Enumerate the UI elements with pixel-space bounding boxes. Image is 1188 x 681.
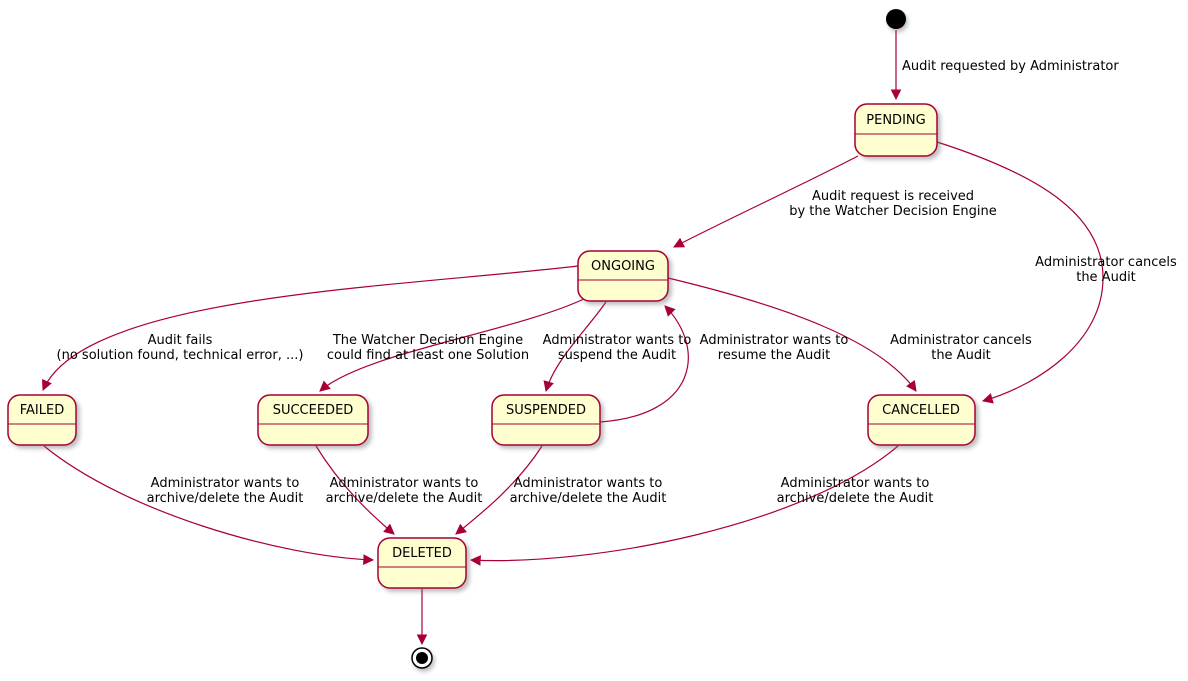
state-deleted-title: DELETED [392,546,452,561]
state-cancelled: CANCELLED [867,394,976,446]
state-cancelled-title: CANCELLED [882,403,960,418]
state-failed-title: FAILED [20,403,64,418]
edge-ongoing-to-failed [42,265,579,391]
svg-text:Administrator wants to: Administrator wants to [700,333,849,348]
edge-failed-to-deleted [43,445,375,565]
svg-text:Administrator wants to: Administrator wants to [781,476,930,491]
state-succeeded-title: SUCCEEDED [273,403,354,418]
initial-state-dot [886,9,906,29]
label-suspended-to-deleted: Administrator wants to archive/delete th… [510,476,667,506]
edge-suspended-to-ongoing [599,305,689,423]
svg-text:archive/delete the Audit: archive/delete the Audit [147,491,304,506]
edge-succeeded-to-deleted [315,445,395,535]
svg-text:Administrator cancels: Administrator cancels [1035,255,1177,270]
final-state-dot [411,647,433,669]
svg-text:Administrator wants to: Administrator wants to [514,476,663,491]
svg-text:archive/delete the Audit: archive/delete the Audit [510,491,667,506]
svg-text:archive/delete the Audit: archive/delete the Audit [777,491,934,506]
state-failed: FAILED [7,394,77,446]
svg-text:Administrator wants to: Administrator wants to [543,333,692,348]
label-failed-to-deleted: Administrator wants to archive/delete th… [147,476,304,506]
svg-text:by the Watcher Decision Engine: by the Watcher Decision Engine [789,204,997,219]
label-suspended-to-ongoing: Administrator wants to resume the Audit [700,333,849,363]
svg-text:archive/delete the Audit: archive/delete the Audit [326,491,483,506]
state-suspended: SUSPENDED [491,394,601,446]
label-start-to-pending: Audit requested by Administrator [902,59,1119,74]
label-pending-to-ongoing: Audit request is received by the Watcher… [789,189,997,219]
edge-pending-to-cancelled [936,141,1104,404]
label-ongoing-to-succeeded: The Watcher Decision Engine could find a… [327,333,529,363]
state-suspended-title: SUSPENDED [506,403,586,418]
label-pending-to-cancelled: Administrator cancels the Audit [1035,255,1177,285]
edge-ongoing-to-succeeded [319,297,587,392]
svg-text:Audit request is received: Audit request is received [812,189,974,204]
svg-text:Administrator wants to: Administrator wants to [151,476,300,491]
label-ongoing-to-cancelled: Administrator cancels the Audit [890,333,1032,363]
state-pending: PENDING [854,103,938,157]
state-succeeded: SUCCEEDED [257,394,369,446]
svg-text:resume the Audit: resume the Audit [718,348,830,363]
state-ongoing-title: ONGOING [591,259,655,274]
edge-ongoing-to-cancelled [667,277,917,392]
label-succeeded-to-deleted: Administrator wants to archive/delete th… [326,476,483,506]
svg-text:Audit fails: Audit fails [148,333,213,348]
svg-text:could find at least one Soluti: could find at least one Solution [327,348,529,363]
svg-text:the Audit: the Audit [1076,270,1136,285]
label-cancelled-to-deleted: Administrator wants to archive/delete th… [777,476,934,506]
edge-ongoing-to-suspended [543,301,607,393]
edge-pending-to-ongoing [673,155,859,248]
state-ongoing: ONGOING [577,250,669,302]
svg-text:(no solution found, technical: (no solution found, technical error, ...… [57,348,304,363]
svg-text:the Audit: the Audit [931,348,991,363]
edge-cancelled-to-deleted [469,445,899,566]
svg-text:The Watcher Decision Engine: The Watcher Decision Engine [332,333,523,348]
state-deleted: DELETED [377,537,467,589]
edge-cancelled-to-deleted-placeholder-suspended [455,445,543,535]
svg-text:suspend the Audit: suspend the Audit [558,348,676,363]
label-ongoing-to-suspended: Administrator wants to suspend the Audit [543,333,692,363]
state-pending-title: PENDING [866,113,925,128]
svg-text:Administrator cancels: Administrator cancels [890,333,1032,348]
svg-text:Administrator wants to: Administrator wants to [330,476,479,491]
label-ongoing-to-failed: Audit fails (no solution found, technica… [57,333,304,363]
